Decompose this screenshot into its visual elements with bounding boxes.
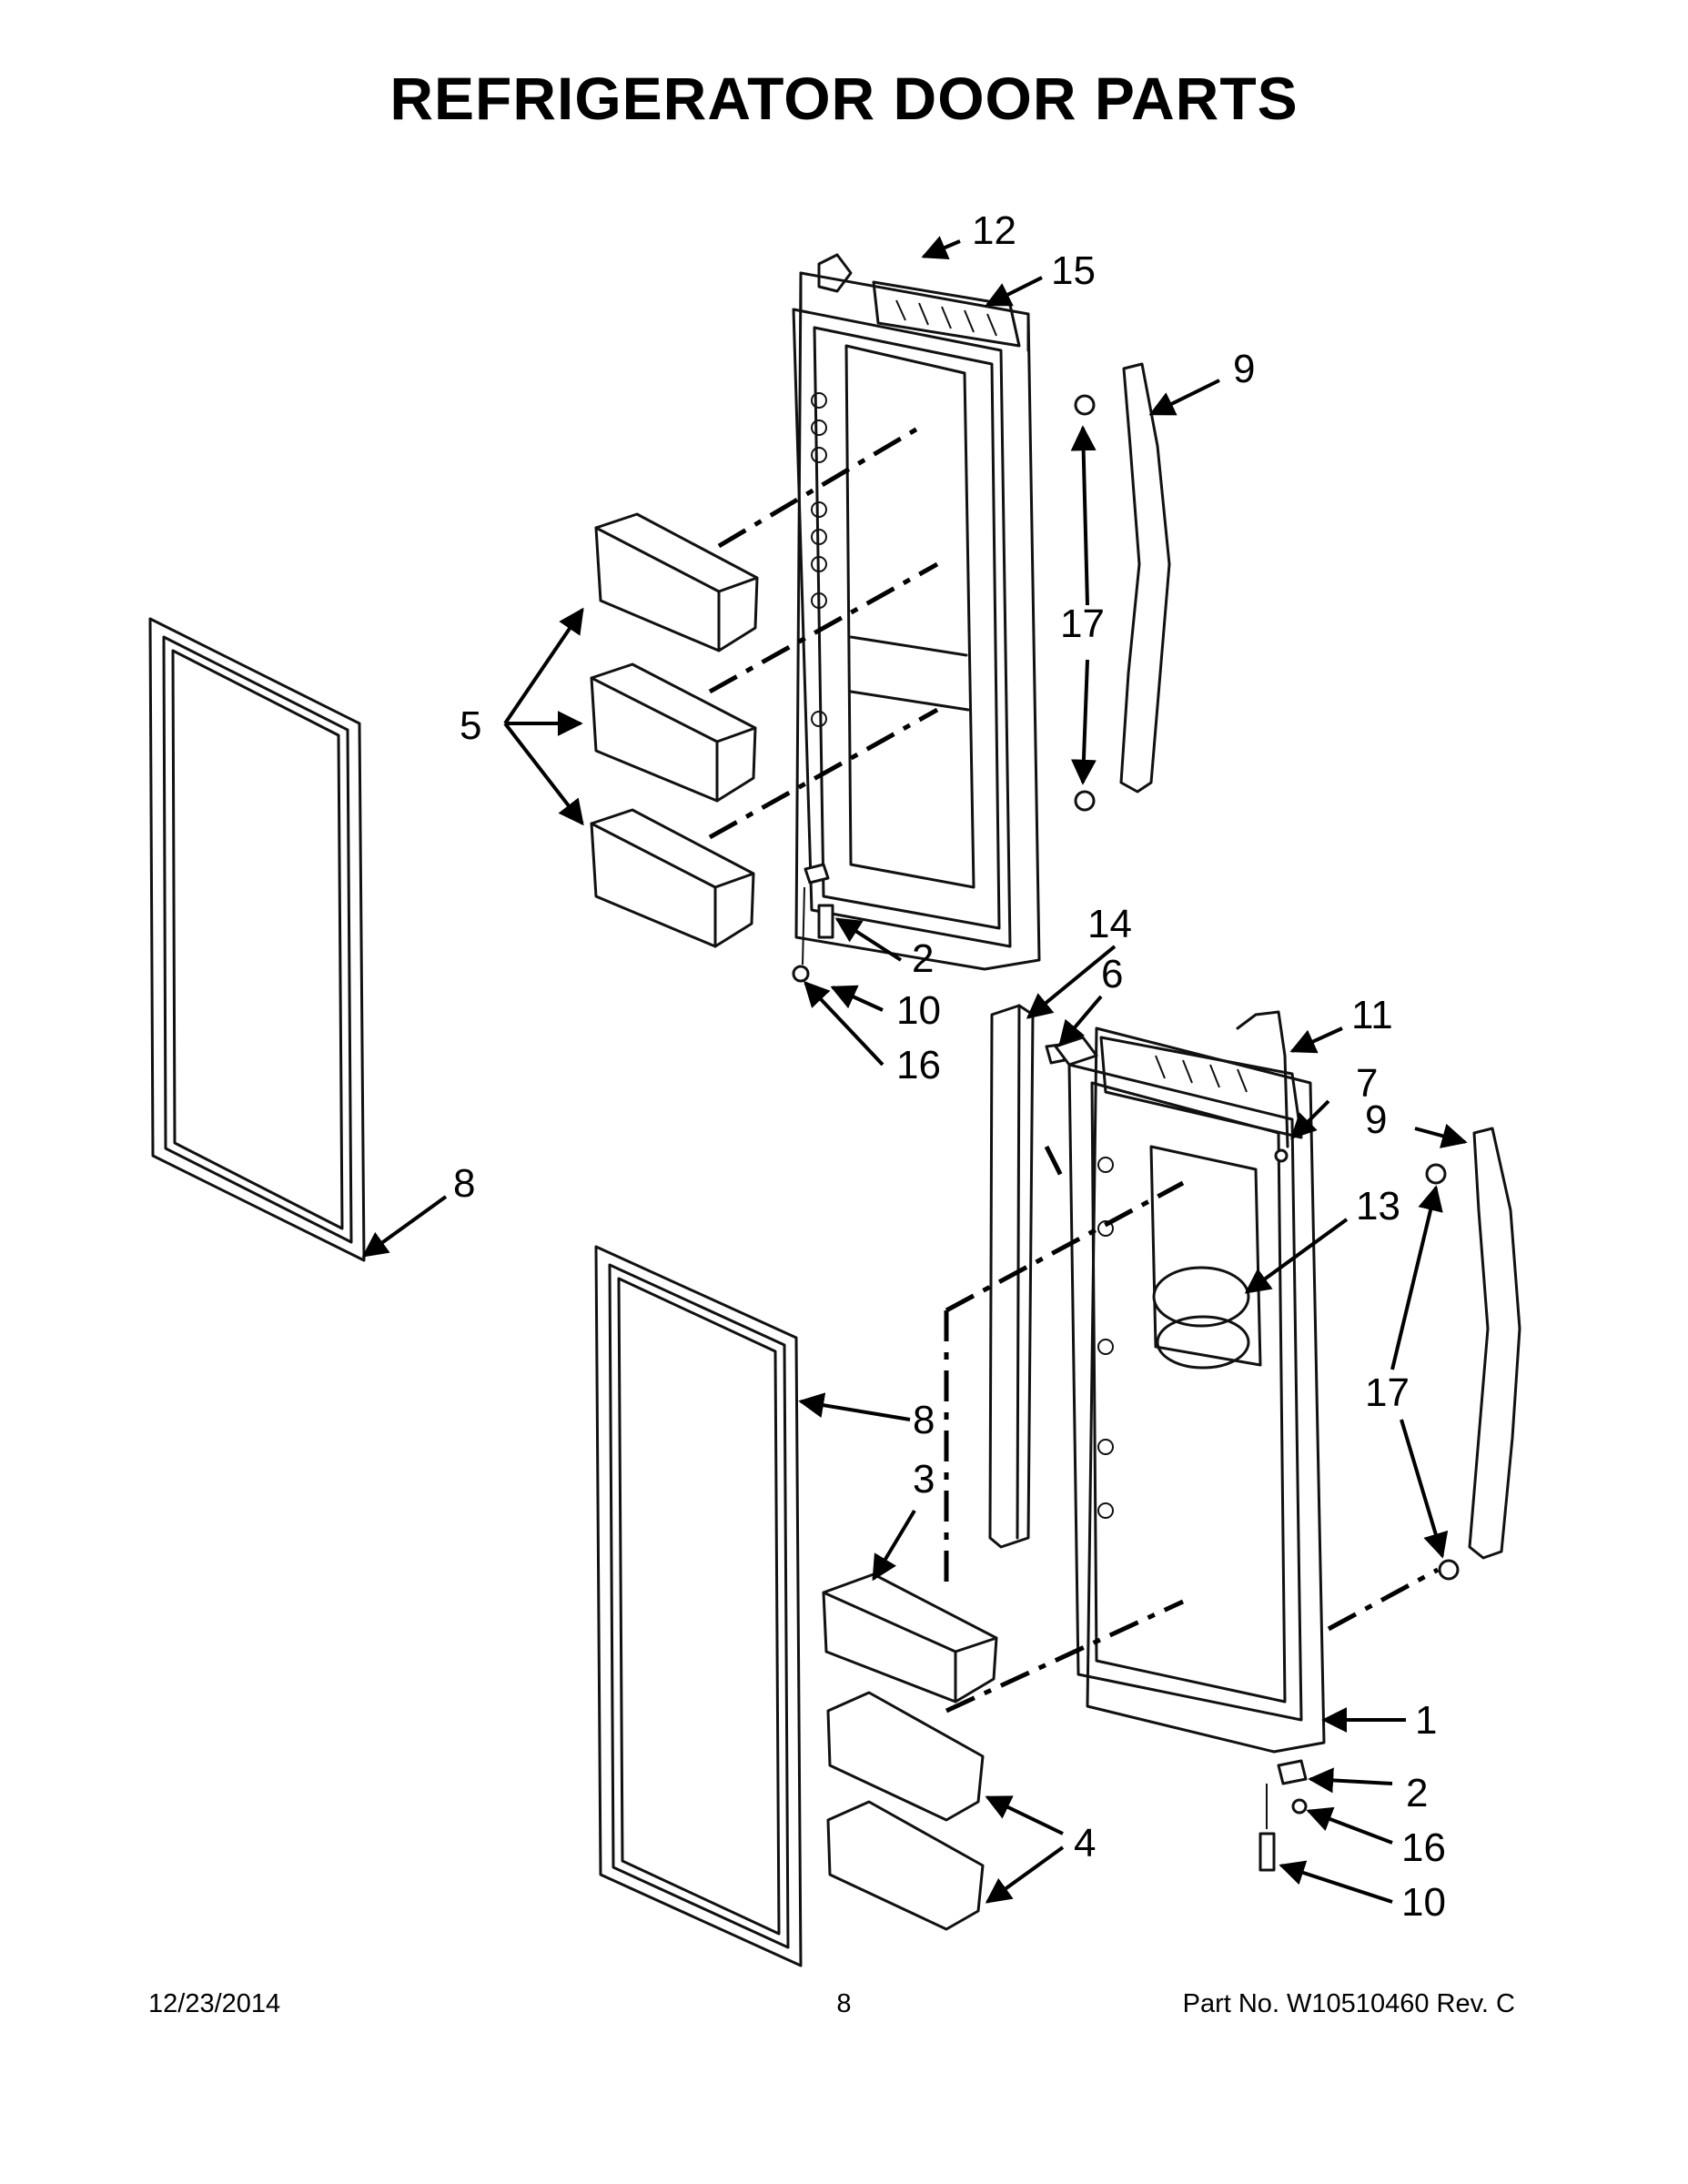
- callout-5: 5: [460, 703, 481, 748]
- callout-2-lower: 2: [1406, 1771, 1428, 1815]
- footer-page-number: 8: [836, 1989, 852, 2018]
- callout-9-upper: 9: [1233, 347, 1255, 391]
- door-handle-lower: [1425, 1127, 1521, 1581]
- callout-8-lower: 8: [913, 1398, 935, 1442]
- dispenser-cup: [1152, 1266, 1250, 1370]
- callout-11: 11: [1351, 993, 1393, 1037]
- callout-6: 6: [1101, 952, 1123, 996]
- upper-door-liner: [792, 253, 1041, 971]
- door-gasket-lower: [594, 1245, 803, 1967]
- callout-17-upper: 17: [1060, 602, 1105, 646]
- door-shelf-lower-4b: [826, 1800, 985, 1931]
- door-handle-upper: [1074, 362, 1171, 812]
- door-shelf-lower-4a: [826, 1691, 985, 1822]
- callout-10-upper: 10: [896, 988, 941, 1033]
- callout-10-lower: 10: [1401, 1880, 1446, 1925]
- callout-16-upper: 16: [896, 1043, 941, 1087]
- door-bin-upper-1: [594, 512, 759, 652]
- callout-2-upper: 2: [912, 936, 934, 981]
- callout-16-lower: 16: [1401, 1825, 1446, 1870]
- callout-17-lower: 17: [1365, 1370, 1410, 1415]
- callout-12: 12: [972, 208, 1016, 253]
- callout-4: 4: [1074, 1821, 1096, 1866]
- callout-15: 15: [1051, 248, 1096, 293]
- door-bin-upper-2: [590, 662, 757, 803]
- footer-part-number: Part No. W10510460 Rev. C: [1182, 1989, 1515, 2018]
- page-title: REFRIGERATOR DOOR PARTS: [389, 65, 1299, 132]
- callout-1: 1: [1415, 1698, 1437, 1743]
- hinge-hardware-upper: [792, 863, 834, 983]
- callout-7: 7: [1356, 1061, 1378, 1106]
- callout-9-lower: 9: [1365, 1097, 1387, 1142]
- lower-door-liner: [1054, 1026, 1326, 1754]
- water-tube: [1236, 1010, 1289, 1163]
- callout-14: 14: [1087, 902, 1132, 946]
- callout-13: 13: [1356, 1184, 1400, 1228]
- callout-arrows: [361, 236, 1468, 1904]
- door-gasket-upper: [148, 617, 366, 1262]
- center-mullion: [988, 1004, 1066, 1549]
- footer-date: 12/23/2014: [148, 1989, 281, 2018]
- hinge-hardware-lower: [1258, 1759, 1308, 1872]
- callout-8-upper: 8: [453, 1161, 475, 1206]
- door-bin-lower-3: [822, 1572, 998, 1704]
- door-bin-upper-3: [590, 808, 755, 948]
- callout-3: 3: [913, 1457, 935, 1502]
